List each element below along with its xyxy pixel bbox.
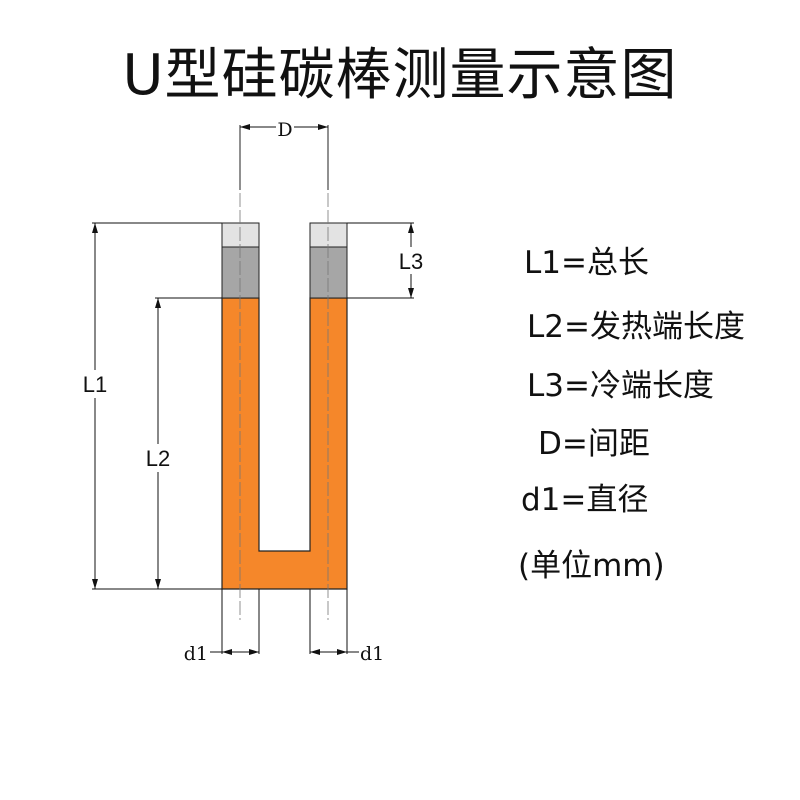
cold-end-right-light: [309, 222, 348, 248]
cold-end-left-light: [221, 222, 260, 248]
legend-d1: d1=直径: [521, 482, 649, 518]
legend-l3: L3=冷端长度: [527, 368, 714, 404]
legend-l2: L2=发热端长度: [527, 309, 745, 345]
cold-end-left-dark: [221, 246, 260, 299]
label-l3: L3: [399, 249, 423, 274]
label-d1-right: d1: [360, 643, 384, 665]
legend-d: D=间距: [538, 426, 650, 462]
unit-note: (单位mm): [518, 548, 665, 584]
label-l1: L1: [83, 372, 107, 397]
legend-l1: L1=总长: [524, 245, 649, 281]
label-l2: L2: [146, 446, 170, 471]
label-d1-left: d1: [184, 643, 208, 665]
label-d: D: [277, 119, 292, 141]
diagram-title: U型硅碳棒测量示意图: [122, 43, 678, 108]
cold-end-right-dark: [309, 246, 348, 299]
